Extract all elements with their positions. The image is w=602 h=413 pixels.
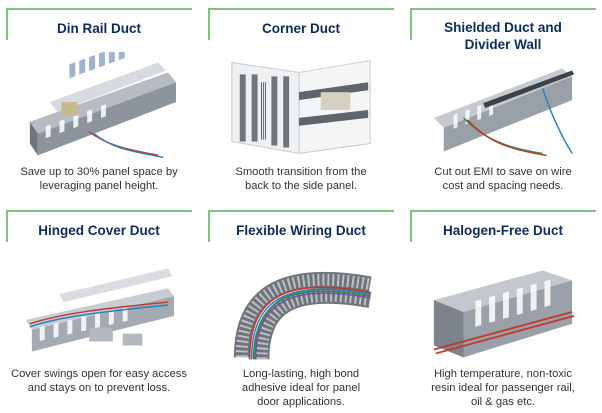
card-left-border [410, 210, 412, 242]
product-card-shielded-duct[interactable]: Shielded Duct and Divider Wall Cut out [410, 8, 596, 208]
product-title: Flexible Wiring Duct [236, 223, 366, 238]
card-top-border [410, 8, 596, 10]
product-card-flexible-wiring-duct[interactable]: Flexible Wiring Duct Long-lasting, high … [208, 210, 394, 410]
halogen-free-duct-photo [424, 254, 582, 362]
description-line: adhesive ideal for panel [241, 382, 361, 394]
shielded-duct-photo [424, 58, 582, 158]
product-card-din-rail-duct[interactable]: Din Rail Duct [6, 8, 192, 208]
corner-duct-photo [222, 52, 380, 160]
card-left-border [6, 210, 8, 242]
product-card-hinged-cover-duct[interactable]: Hinged Cover Duct [6, 210, 192, 410]
title-line: Divider Wall [464, 37, 542, 52]
description-line: oil & gas etc. [470, 396, 536, 408]
product-title: Hinged Cover Duct [38, 223, 160, 238]
product-description: Cover swings open for easy access and st… [10, 367, 188, 395]
product-description: High temperature, non-toxic resin ideal … [414, 367, 592, 409]
product-description: Long-lasting, high bond adhesive ideal f… [212, 367, 390, 409]
card-left-border [410, 8, 412, 40]
product-title: Shielded Duct and Divider Wall [414, 19, 592, 53]
description-line: cost and spacing needs. [442, 180, 564, 192]
card-top-border [208, 210, 394, 212]
card-top-border [208, 8, 394, 10]
card-top-border [6, 210, 192, 212]
card-left-border [6, 8, 8, 40]
description-line: High temperature, non-toxic [433, 368, 573, 380]
description-line: Cut out EMI to save on wire [434, 166, 572, 178]
card-top-border [410, 210, 596, 212]
card-top-border [6, 8, 192, 10]
product-title: Din Rail Duct [56, 21, 141, 36]
description-line: Save up to 30% panel space by [20, 166, 178, 178]
flexible-wiring-duct-photo [222, 254, 380, 362]
hinged-cover-duct-photo [20, 254, 178, 362]
description-line: Long-lasting, high bond [242, 368, 360, 380]
product-title: Halogen-Free Duct [442, 223, 564, 238]
product-description: Save up to 30% panel space by leveraging… [10, 165, 188, 193]
card-left-border [208, 210, 210, 242]
description-line: door applications. [257, 396, 345, 408]
product-title: Corner Duct [261, 21, 340, 36]
card-left-border [208, 8, 210, 40]
description-line: Cover swings open for easy access [11, 368, 187, 380]
product-card-halogen-free-duct[interactable]: Halogen-Free Duct High temperature, [410, 210, 596, 410]
description-line: and stays on to prevent loss. [27, 382, 171, 394]
description-line: resin ideal for passenger rail, [431, 382, 575, 394]
description-line: Smooth transition from the [235, 166, 367, 178]
description-line: leveraging panel height. [39, 180, 159, 192]
product-description: Smooth transition from the back to the s… [212, 165, 390, 193]
product-card-corner-duct[interactable]: Corner Duct [208, 8, 394, 208]
title-line: Shielded Duct and [444, 20, 562, 35]
din-rail-duct-photo [20, 52, 178, 160]
description-line: back to the side panel. [245, 180, 357, 192]
product-description: Cut out EMI to save on wire cost and spa… [414, 165, 592, 193]
